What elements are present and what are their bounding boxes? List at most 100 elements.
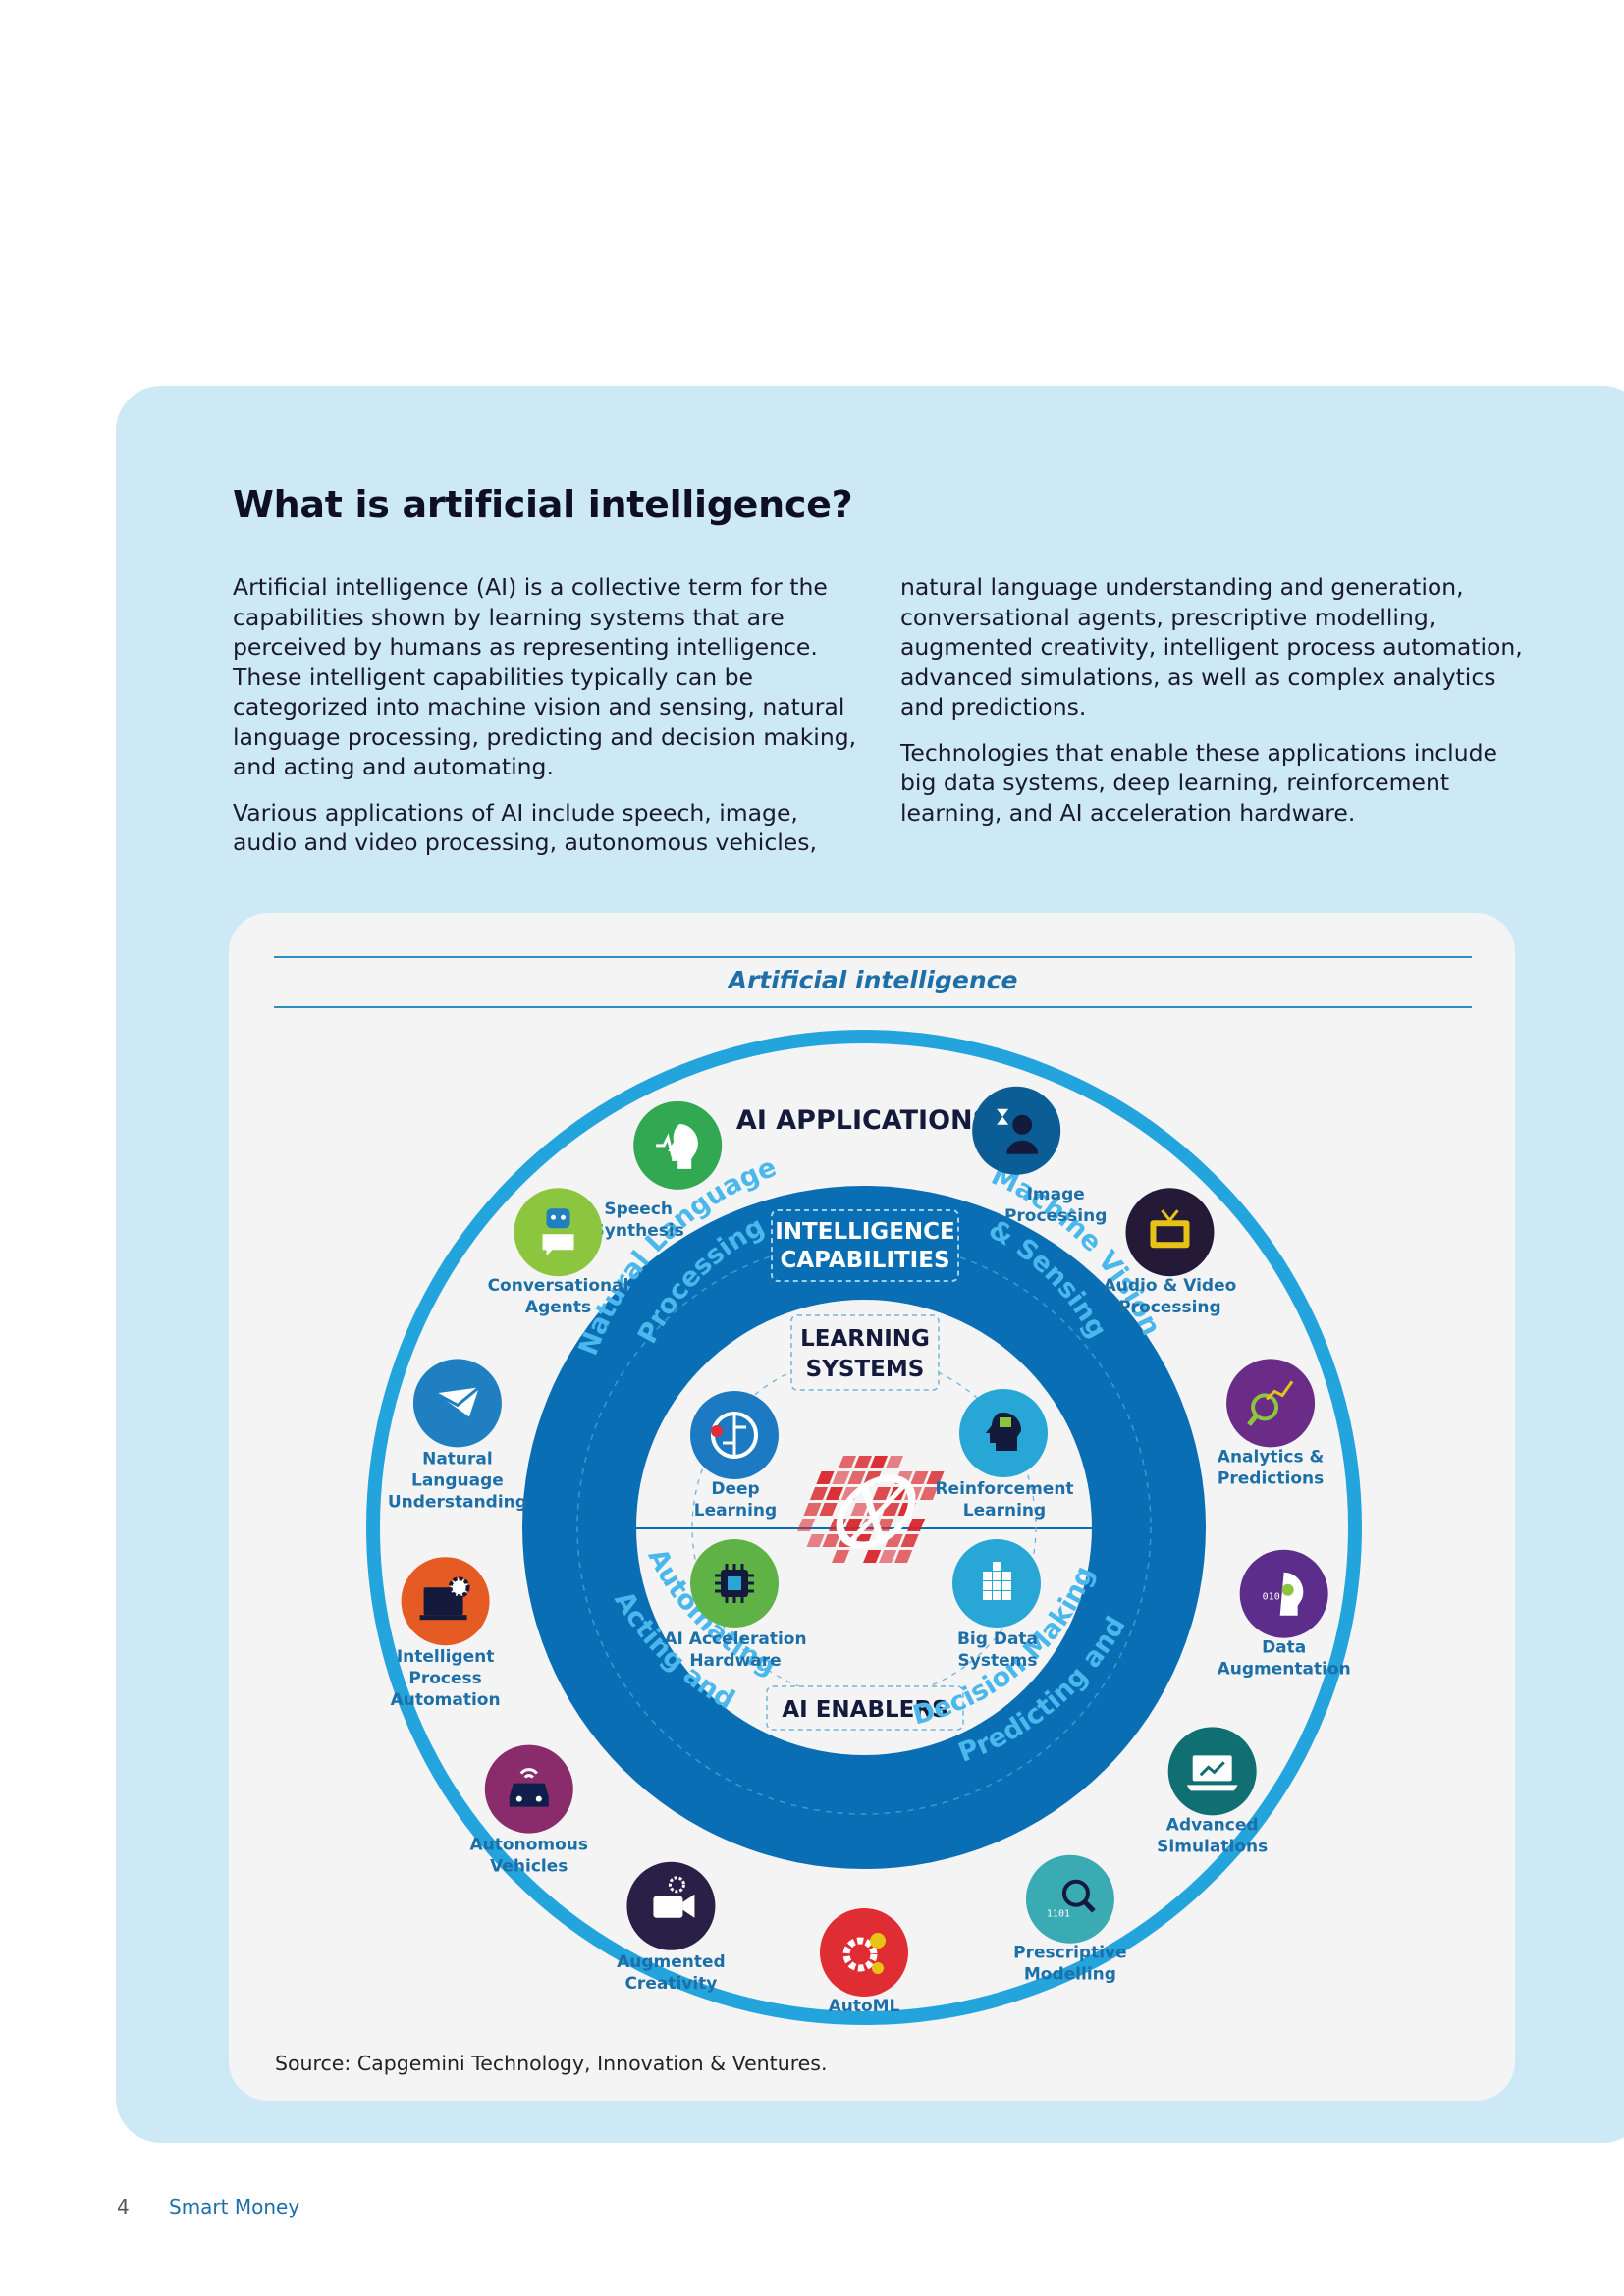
application-node-label: Vehicles — [490, 1857, 568, 1877]
robot-chat-icon-part — [561, 1214, 567, 1220]
laptop-chart-icon-part — [1199, 1761, 1225, 1777]
logo-tile — [872, 1487, 892, 1500]
application-node-label: Intelligent — [397, 1647, 495, 1667]
application-node-label: Analytics & — [1218, 1447, 1325, 1467]
core-dashed-ring — [691, 1355, 1037, 1700]
logo-tile — [838, 1456, 857, 1468]
head-puzzle-icon-part — [986, 1412, 1022, 1451]
analytics-chart-icon-part — [1266, 1380, 1294, 1401]
title-rule-top — [274, 956, 1472, 958]
laptop-chart-icon-part — [1192, 1755, 1232, 1782]
application-node-label: Speech — [604, 1200, 673, 1219]
binary-head-icon: 010 — [1263, 1572, 1304, 1616]
center-logo — [796, 1456, 945, 1563]
tv-icon — [1150, 1209, 1190, 1249]
analytics-chart-icon-part — [1251, 1393, 1279, 1421]
learning-system-node-label: Reinforcement — [935, 1479, 1073, 1499]
logo-swirl — [836, 1474, 916, 1549]
head-puzzle-icon — [986, 1412, 1022, 1451]
logo-tile — [919, 1487, 939, 1500]
binary-magnifier-icon: 1101 — [1047, 1879, 1096, 1920]
data-blocks-icon-part — [983, 1572, 992, 1580]
envelope-icon — [435, 1386, 480, 1417]
car-icon-part — [519, 1768, 538, 1779]
person-hourglass-icon-part — [1006, 1140, 1039, 1154]
car-icon-part — [515, 1795, 522, 1802]
envelope-icon-part — [435, 1386, 480, 1408]
robot-chat-icon-part — [546, 1208, 570, 1229]
data-blocks-icon-part — [993, 1572, 1001, 1580]
speech-head-icon-part — [656, 1133, 682, 1158]
learning-system-node-label: Deep — [711, 1479, 759, 1499]
binary-head-icon-part — [1281, 1583, 1294, 1596]
logo-tile — [832, 1471, 850, 1484]
gears-icon-part — [870, 1933, 886, 1949]
camera-icon-part — [682, 1894, 695, 1918]
ai-enablers-box — [766, 1685, 964, 1731]
application-node-label: Understanding — [388, 1492, 527, 1512]
application-node-badge — [820, 1908, 908, 1997]
application-node-badge — [1025, 1854, 1114, 1944]
analytics-chart-icon — [1247, 1380, 1294, 1426]
binary-magnifier-icon-part — [1082, 1898, 1096, 1913]
logo-tile — [803, 1503, 822, 1516]
body-paragraph: natural language understanding and gener… — [900, 573, 1523, 721]
head-puzzle-icon-part — [1000, 1417, 1011, 1427]
enabler-node-label: Big Data — [957, 1629, 1038, 1649]
application-node-label: Augmentation — [1218, 1660, 1351, 1680]
application-node-label: Autonomous — [470, 1836, 588, 1855]
ai-enablers-label: AI ENABLERS — [782, 1697, 947, 1723]
logo-tile — [806, 1534, 825, 1547]
application-node: Analytics &Predictions — [1218, 1359, 1325, 1488]
application-node-label: Natural — [422, 1449, 493, 1468]
logo-tile — [847, 1471, 866, 1484]
data-blocks-icon-part — [993, 1562, 1001, 1571]
data-blocks-icon-part — [993, 1581, 1001, 1590]
learning-systems-label: SYSTEMS — [806, 1357, 925, 1382]
person-hourglass-icon-part — [997, 1108, 1009, 1125]
application-node-label: Creativity — [624, 1974, 717, 1994]
application-node-label: Conversational — [488, 1276, 629, 1296]
learning-systems-label: LEARNING — [800, 1326, 930, 1352]
application-node: AutoML — [820, 1908, 908, 2016]
logo-tile — [879, 1550, 897, 1563]
body-paragraph: Various applications of AI include speec… — [233, 798, 817, 857]
outer-ring — [366, 1030, 1362, 2025]
logo-tile — [796, 1519, 816, 1531]
logo-tile — [825, 1487, 844, 1500]
ai-applications-label: AI APPLICATIONS — [736, 1105, 992, 1136]
logo-tile — [832, 1550, 850, 1563]
application-node-label: Processing — [1118, 1298, 1220, 1317]
application-node-label: Agents — [525, 1298, 591, 1317]
application-node-label: Image — [1027, 1185, 1085, 1204]
data-blocks-icon-part — [993, 1591, 1001, 1600]
gears-icon-part — [842, 1937, 878, 1972]
laptop-chart-icon-part — [1186, 1785, 1238, 1791]
data-blocks-icon-part — [1002, 1591, 1011, 1600]
enabler-node-label: Hardware — [689, 1651, 781, 1671]
logo-tile — [900, 1534, 919, 1547]
binary-magnifier-icon-part — [1061, 1879, 1090, 1907]
data-blocks-icon-part — [983, 1591, 992, 1600]
logo-swirl — [845, 1480, 910, 1546]
monitor-gear-icon-part — [448, 1576, 470, 1599]
laptop-chart-icon — [1186, 1755, 1238, 1791]
application-node-label: Advanced — [1166, 1815, 1259, 1835]
application-node-label: Audio & Video — [1104, 1276, 1237, 1296]
logo-tile — [819, 1503, 838, 1516]
data-blocks-icon-part — [1002, 1572, 1011, 1580]
enabler-node-label: AI Acceleration — [664, 1629, 806, 1649]
person-hourglass-icon-part — [1012, 1114, 1033, 1135]
analytics-chart-icon-part — [1247, 1413, 1260, 1426]
tv-icon-part — [1161, 1209, 1179, 1223]
application-node-label: Simulations — [1157, 1837, 1268, 1856]
application-node-label: Data — [1262, 1638, 1306, 1658]
